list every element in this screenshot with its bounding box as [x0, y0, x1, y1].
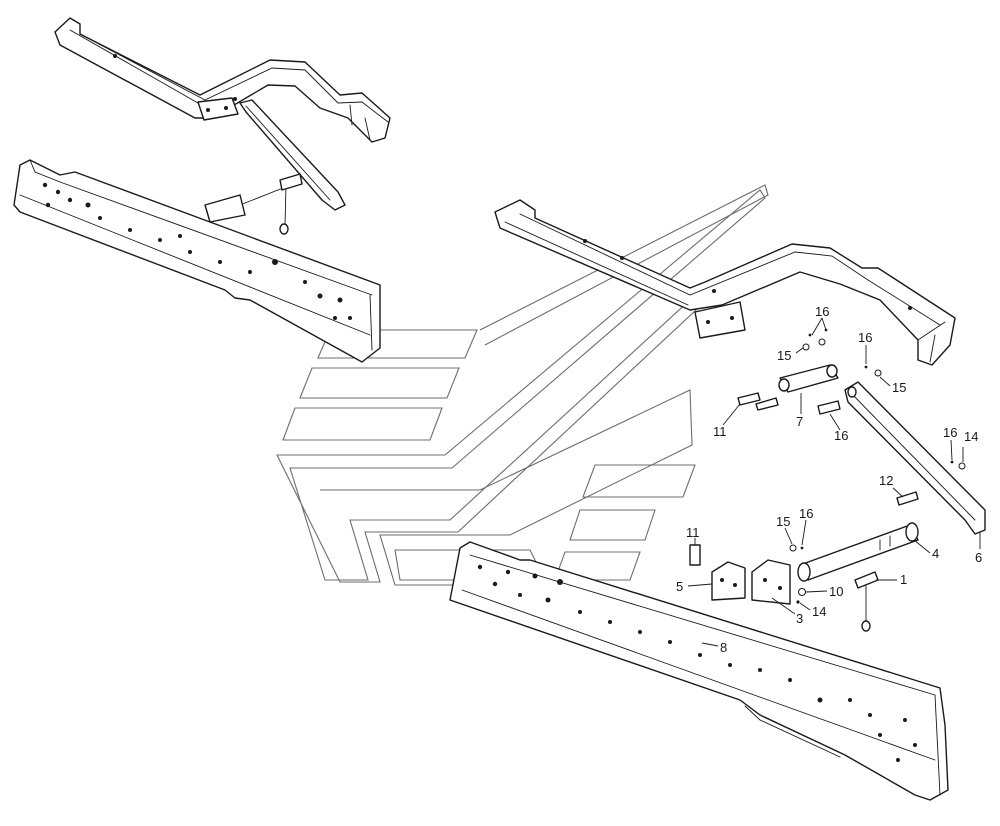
callout-15-top: 15	[777, 348, 791, 363]
callout-1: 1	[900, 572, 907, 587]
upper-pin-with-chain	[239, 173, 303, 235]
part-7-lever	[778, 364, 839, 393]
callout-11-upper: 11	[713, 424, 727, 439]
part-3-bracket	[751, 559, 791, 605]
callout-8: 8	[720, 640, 727, 655]
upper-crossmember-right	[494, 199, 956, 366]
left-side-rail	[13, 159, 381, 363]
part-5-bracket	[711, 561, 746, 601]
watermark-bar-3	[282, 407, 443, 441]
callout-12: 12	[879, 473, 893, 488]
part-1-pin-chain	[854, 571, 879, 632]
pin-11-pair	[737, 392, 779, 411]
lower-side-rail	[449, 541, 949, 801]
callout-14-lower: 14	[812, 604, 826, 619]
callout-labels: 1 3 4 5 6 7 8 10 11 11 12 14 14 15 15 15…	[676, 304, 982, 655]
callout-3: 3	[796, 611, 803, 626]
watermark-bar-1	[317, 329, 478, 359]
callout-4: 4	[932, 546, 939, 561]
pin-16-mid	[817, 400, 841, 415]
callout-16-lower: 16	[799, 506, 813, 521]
washers-14-16-right	[950, 460, 966, 470]
part-11-bolt-lower	[689, 544, 701, 566]
washers-15-16-top	[802, 328, 828, 351]
part-4-tube	[797, 522, 919, 582]
callout-15-right: 15	[892, 380, 906, 395]
upper-crossmember-left	[54, 17, 391, 143]
callout-14-right: 14	[964, 429, 978, 444]
callout-10: 10	[829, 584, 843, 599]
leader-lines	[687, 317, 981, 647]
nut-10-14	[796, 588, 806, 604]
callout-15-lower: 15	[776, 514, 790, 529]
part-12-pin	[896, 491, 919, 506]
callout-11-lower: 11	[686, 525, 700, 540]
callout-6: 6	[975, 550, 982, 565]
part-6-brace	[844, 381, 986, 535]
callout-16-far-right: 16	[943, 425, 957, 440]
washers-15-16-right	[864, 365, 882, 377]
watermark-stroke-middle	[320, 389, 693, 586]
callout-16-top: 16	[815, 304, 829, 319]
callout-16-mid: 16	[834, 428, 848, 443]
crossmember-bracket	[694, 301, 746, 339]
watermark-bar-4	[582, 464, 696, 498]
washers-15-16-lower	[789, 544, 804, 552]
watermark-stroke-left	[276, 189, 766, 583]
callout-7: 7	[796, 414, 803, 429]
callout-16-right: 16	[858, 330, 872, 345]
watermark-bar-2	[299, 367, 460, 399]
callout-5: 5	[676, 579, 683, 594]
watermark-bar-5	[569, 509, 656, 541]
upper-brace-rod	[197, 97, 346, 211]
